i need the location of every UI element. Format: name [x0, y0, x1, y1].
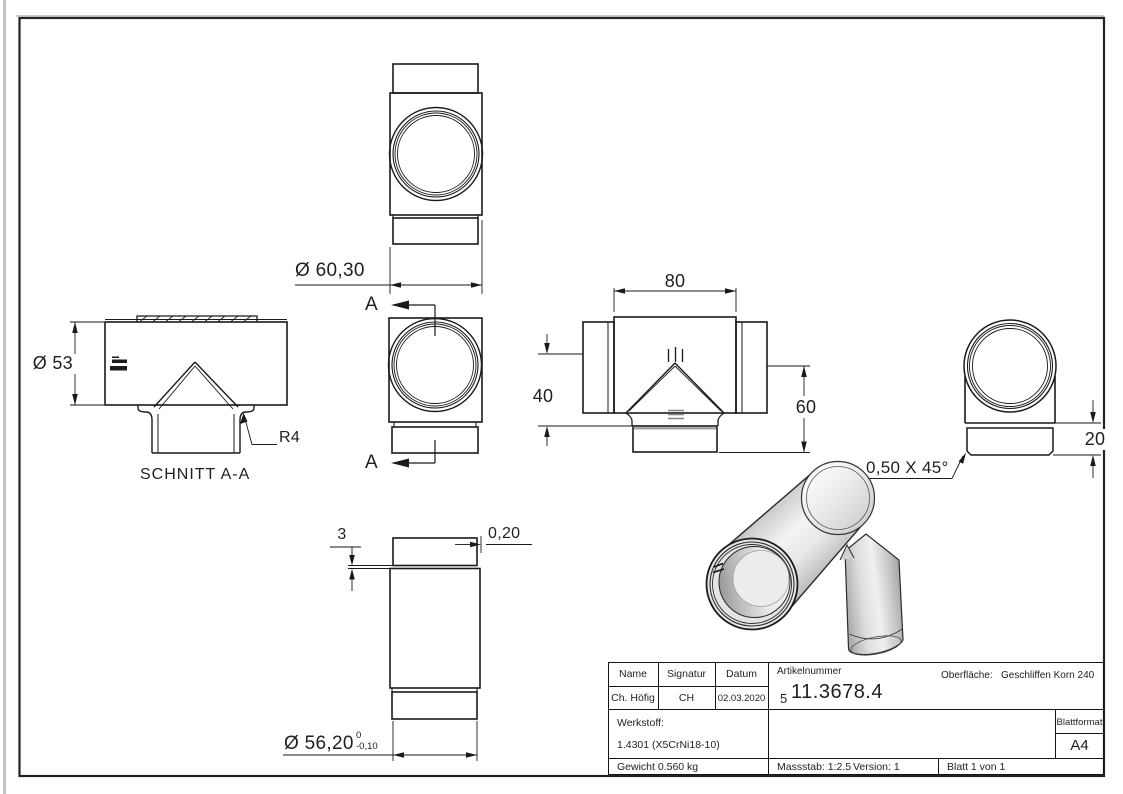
- cut-label-a-bottom: A: [365, 452, 378, 473]
- tb-article-label: Artikelnummer: [777, 666, 842, 677]
- iso-view: [705, 460, 904, 656]
- section-title: SCHNITT A-A: [140, 466, 251, 483]
- tb-material-label: Werkstoff:: [617, 717, 664, 729]
- side-view: [866, 319, 1101, 479]
- dim-radius-callout: R4: [279, 429, 301, 446]
- sheet-frame: [18, 16, 1106, 778]
- tb-scale: Massstab: 1:2.5: [777, 761, 852, 773]
- tb-sheet: Blatt 1 von 1: [947, 761, 1006, 773]
- dim-chamfer-callout: 0,50 X 45°: [866, 458, 949, 477]
- tb-surface-value: Geschliffen Korn 240: [1001, 670, 1095, 681]
- tb-weight: Gewicht 0.560 kg: [617, 761, 699, 773]
- tb-article-prefix: 5: [780, 691, 788, 706]
- dim-section-diameter: Ø 53: [32, 353, 73, 373]
- tolerance-upper: 0: [356, 730, 362, 741]
- dim-bottom-tolerance: 0 -0,10: [356, 730, 378, 752]
- dim-top-diameter: Ø 60,30: [295, 260, 365, 281]
- front-view: [538, 288, 810, 453]
- tolerance-lower: -0,10: [356, 740, 378, 752]
- top-view: [295, 63, 484, 294]
- dim-cap-offset: 0,20: [488, 525, 521, 542]
- dim-wall-thickness: 3: [337, 526, 347, 543]
- tb-version: Version: 1: [853, 761, 900, 773]
- dim-front-right-height: 60: [792, 397, 820, 418]
- dim-side-cap-height: 20: [1081, 429, 1109, 450]
- tb-date-value: 02.03.2020: [717, 693, 766, 704]
- tb-signature-value: CH: [678, 692, 695, 704]
- cut-view: [387, 300, 483, 468]
- dim-front-width: 80: [664, 271, 686, 291]
- section-view: [70, 315, 288, 454]
- dim-front-left-height: 40: [532, 386, 554, 406]
- tb-signature-label: Signatur: [666, 668, 707, 680]
- tb-date-label: Datum: [726, 668, 757, 680]
- tb-sheet-format-value: A4: [1070, 737, 1089, 754]
- frame-shadow-top: [16, 15, 1104, 17]
- dim-bottom-diameter: Ø 56,20: [284, 733, 354, 754]
- tb-name-value: Ch. Höfig: [611, 692, 655, 704]
- bottom-view: [283, 536, 532, 761]
- cut-label-a-top: A: [365, 294, 378, 315]
- title-block: [608, 662, 1104, 775]
- tb-material-value: 1.4301 (X5CrNi18-10): [617, 739, 720, 751]
- left-edge-artifact: [3, 0, 6, 794]
- tb-name-label: Name: [618, 668, 647, 680]
- tb-surface-label: Oberfläche:: [941, 670, 993, 681]
- tb-sheet-format-label: Blattformat: [1056, 717, 1103, 728]
- tb-article-number: 11.3678.4: [791, 681, 883, 703]
